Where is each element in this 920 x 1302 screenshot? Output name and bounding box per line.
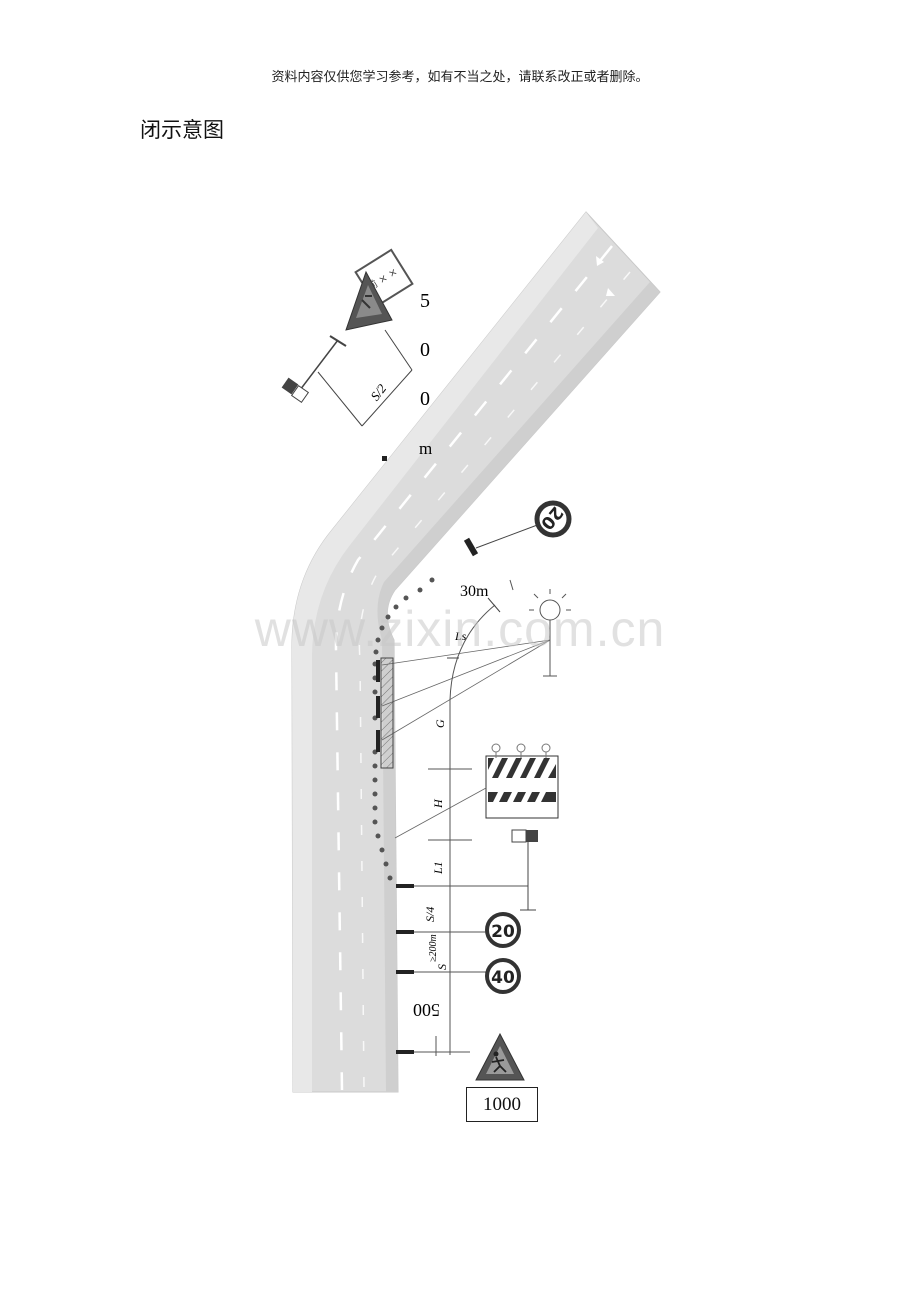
taper-tick [487,597,501,613]
label-h: H [431,798,445,809]
warning-light [529,589,571,677]
advance-warning-sign: 前 × × [345,248,414,331]
s-half-dimension [317,329,413,427]
road-barrier [394,743,559,839]
dist-char-3: 0 [420,388,430,410]
dist-char-4: m [419,439,432,458]
label-l1: L1 [431,861,445,875]
light-connection-lines [381,639,551,741]
label-500-rotated: 500 [413,1000,440,1020]
road-works-triangle-sign [475,1032,525,1081]
speed-40-text: 40 [491,968,515,988]
edge-sign-posts [396,884,414,1054]
direction-arrows [596,256,615,296]
speed-limit-sign-rotated: 20 [463,500,572,557]
speed-20-text: 20 [491,922,515,942]
label-s: S [435,964,449,970]
lane-marking [334,245,613,1091]
label-200m: ≥200m [428,934,439,962]
label-ls: Ls [454,629,467,643]
distance-box-1000: 1000 [466,1087,538,1122]
taper-arc [449,604,496,770]
dist-char-2: 0 [420,339,430,361]
sign-post-and-flag [281,335,347,404]
flag-sign [511,829,538,911]
dist-char-1: 5 [420,290,430,312]
traffic-cones [372,577,435,881]
lane-marking-right [358,271,631,1091]
speed-limit-40-sign: 40 [485,958,521,994]
page-title: 闭示意图 [140,118,224,142]
road-right-shoulder [377,282,660,1092]
watermark: www.zixin.com.cn [254,601,666,657]
label-s-half: S/2 [367,381,389,404]
document-notice: 资料内容仅供您学习参考，如有不当之处，请联系改正或者删除。 [271,70,649,85]
label-s-quarter: S/4 [423,907,437,922]
marker-dot [382,456,387,461]
label-g: G [433,719,447,728]
label-30m: 30m [460,583,489,600]
work-zone-area [380,657,394,769]
speed-limit-20-sign: 20 [485,912,521,948]
barrier-posts [376,660,380,752]
